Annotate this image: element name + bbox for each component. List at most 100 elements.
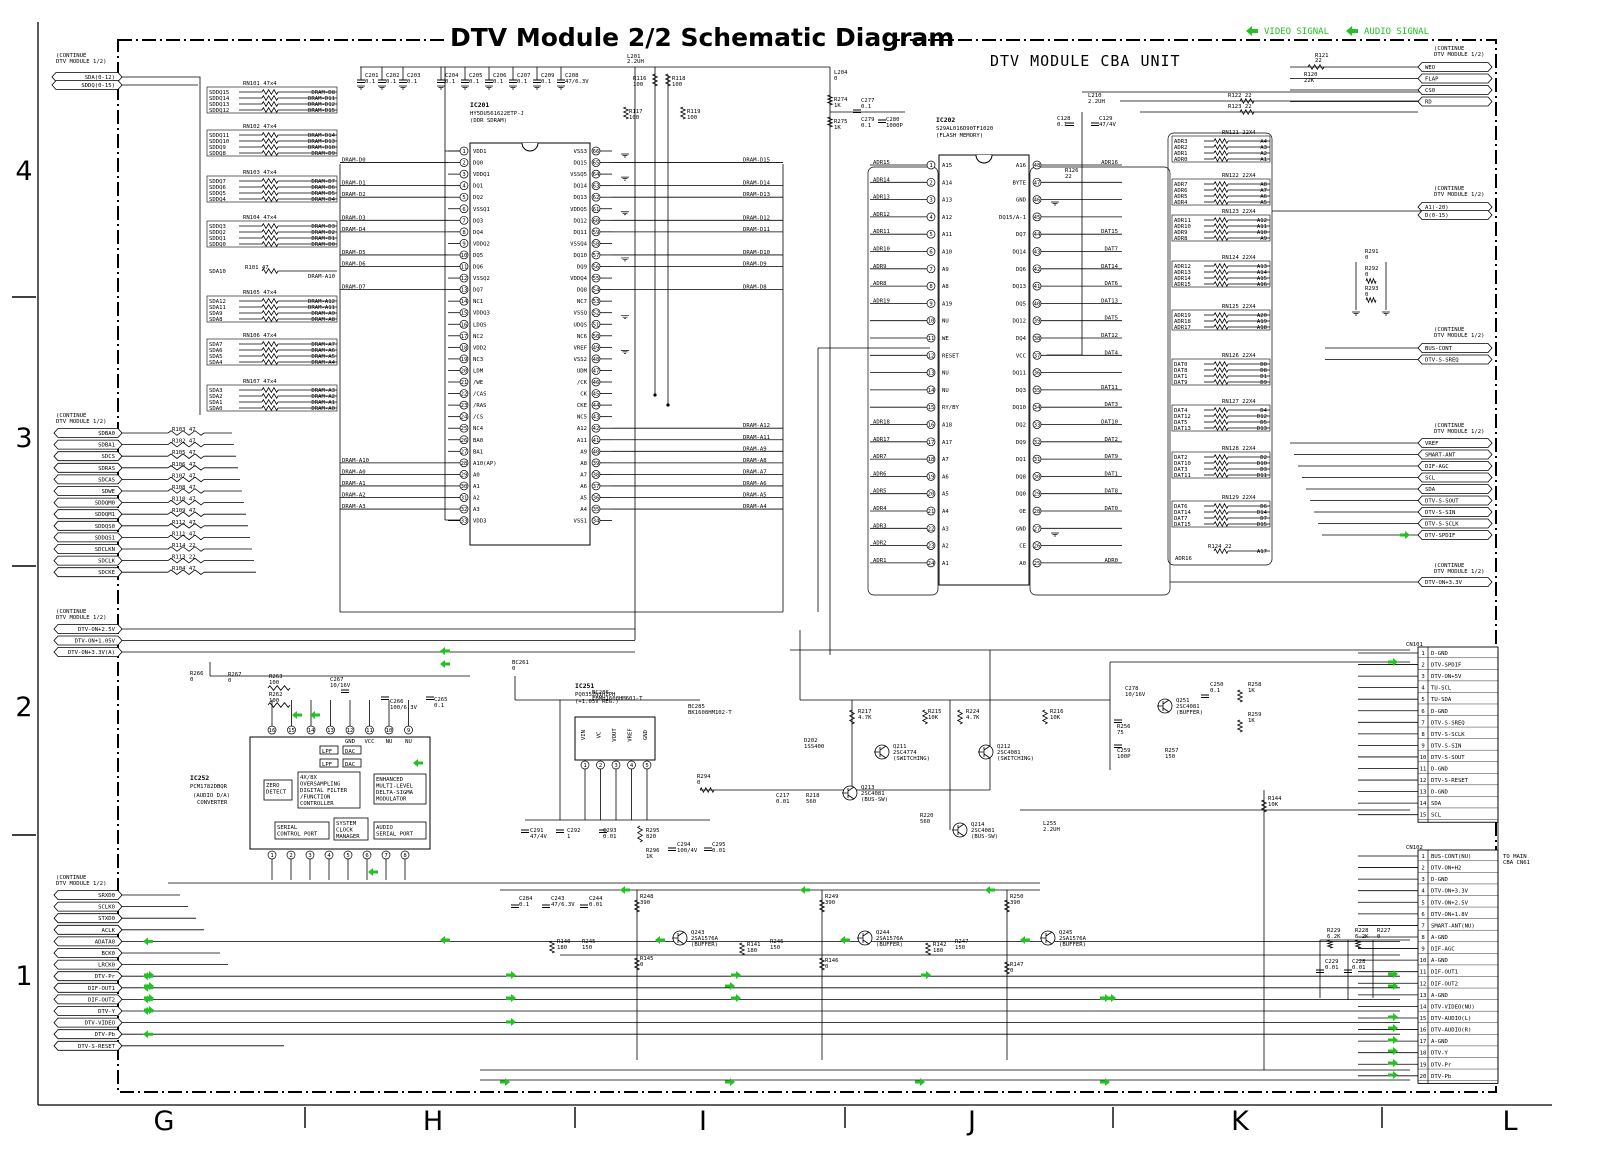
mid-part-val: 4.7K (966, 715, 980, 721)
rn-right-out: D0 (1260, 362, 1267, 368)
sig-port-6-label: DTV-S-SIN (1425, 510, 1455, 516)
pin-number-label: 13 (461, 288, 468, 294)
pin-number (926, 229, 936, 239)
rn-right-out: D2 (1260, 455, 1267, 461)
ic251-pin-name: VIN (581, 730, 587, 740)
rn-ref: RN106 47x4 (243, 333, 277, 339)
ic201-part: HY5DU561622ETP-J (470, 111, 524, 117)
resistor-network-icon (261, 386, 279, 394)
rn-out-label: DRAM-D13 (308, 139, 335, 145)
resistor-icon (956, 709, 964, 725)
sdram-ctrl-port-4-label: SDCAS (98, 477, 115, 483)
transistor-ref: Q243 (691, 930, 704, 936)
continue-label: (CONTINUE (56, 53, 87, 59)
series-resistor-icon (167, 464, 205, 471)
resistor-network-icon (1213, 372, 1229, 380)
mid-part-val: 1K (1248, 688, 1255, 694)
pin-number-label: 12 (928, 353, 935, 359)
pin-number-label: 9 (407, 728, 410, 734)
rn-in-label: SDDQ10 (209, 139, 229, 145)
pin-number (384, 725, 394, 735)
lpf-block (319, 745, 339, 755)
rn-out-label: DRAM-A8 (311, 317, 335, 323)
pin-number-label: 43 (593, 415, 600, 421)
ic201-pin-name: NC5 (577, 415, 587, 421)
c292-ref: C292 (567, 828, 580, 834)
sdram-ctrl-port-0-label: SDBA0 (98, 431, 115, 437)
sdram-ctrl-port-9-label: SDDQS1 (95, 535, 115, 541)
resistor-icon (679, 106, 687, 120)
sig-port-8-label: DTV-SPDIF (1425, 533, 1456, 539)
c129-val: 47/4V (1099, 122, 1116, 128)
rn-right-ref: RN122 22X4 (1222, 173, 1256, 179)
series-resistor-icon (167, 476, 205, 483)
signal-arrow-icon (144, 982, 154, 990)
zero-detect-block (263, 779, 293, 801)
signal-arrow-icon (368, 868, 378, 876)
c280-val: 1000P (886, 123, 903, 129)
ic202-pin-name: A8 (942, 284, 949, 290)
ic201-net-label: DRAM-A10 (342, 458, 369, 464)
pin-number (591, 377, 601, 387)
pin-number-label: 3 (308, 853, 311, 859)
sdram-ctrl-port-6 (53, 497, 123, 508)
c279-val: 0.1 (861, 123, 871, 129)
resistor-network-icon (261, 234, 279, 242)
pin-number-label: 5 (929, 232, 932, 238)
bottom-part-val: 0 (1010, 968, 1013, 974)
pin-number-label: 50 (593, 334, 600, 340)
oversampling-block-text: DIGITAL FILTER (300, 788, 348, 794)
cn101-pin-label: DTV-S-SOUT (1431, 755, 1465, 761)
bottom-part-ref: C229 (1325, 959, 1338, 965)
bottom-part-ref: R227 (1377, 928, 1390, 934)
rn-out-label: DRAM-A9 (311, 311, 335, 317)
ic201-net-label: DRAM-A0 (342, 469, 366, 475)
bottom-part-ref: R247 (955, 939, 968, 945)
sig-port-5 (1417, 495, 1493, 506)
ic201-net-label: DRAM-D13 (743, 192, 770, 198)
r-val: 100 (629, 115, 639, 121)
c294-val: 100/4V (677, 848, 698, 854)
resistor-icon (1003, 899, 1011, 913)
transistor-ref: Q211 (893, 744, 906, 750)
ground-icon (1352, 311, 1360, 316)
resistor-icon (1003, 961, 1011, 975)
ic251-pin-name: VOUT (612, 728, 618, 742)
resistor-network-box (1171, 358, 1271, 386)
signal-arrow-icon (413, 759, 423, 767)
ic201-pin-name: UDM (577, 368, 588, 374)
rn-right-in: ADR0 (1174, 157, 1187, 163)
rn-right-ref: RN129 22X4 (1222, 495, 1256, 501)
ic201-pin-name: A6 (580, 484, 587, 490)
rn-right-out: A8 (1260, 182, 1267, 188)
rn-in-label: SDA1 (209, 400, 222, 406)
pin-number-label: 60 (593, 218, 600, 224)
resistor-icon (818, 957, 826, 971)
signal-arrow-icon (1388, 1047, 1398, 1055)
audio-serial-block (373, 821, 427, 840)
cn102-pin-number: 18 (1420, 1051, 1427, 1057)
clock-manager-block (333, 817, 369, 841)
ic201-pin-name: NC1 (473, 299, 483, 305)
cn102-pin-number: 11 (1420, 970, 1427, 976)
oversampling-block (297, 771, 361, 809)
sig-port-0-label: VREF (1425, 441, 1439, 447)
ic202-pin-name: BYTE (1013, 180, 1027, 186)
r294-val: 0 (697, 780, 700, 786)
pin-number-label: 10 (928, 319, 935, 325)
rn-in-label: SDDQ7 (209, 179, 226, 185)
pin-number-label: 8 (403, 853, 407, 859)
cn101-pin-label: DTV-S-RESET (1431, 778, 1469, 784)
pin-number-label: 31 (1034, 457, 1041, 463)
pin-number-label: 45 (1034, 215, 1041, 221)
pin-number-label: 16 (269, 728, 276, 734)
ic202-pin-name: A7 (942, 457, 949, 463)
ic201-pin-name: A2 (473, 496, 480, 502)
rn-ref: RN104 47x4 (243, 215, 277, 221)
ic202-net-label: ADR2 (873, 541, 886, 547)
resistor-icon (1239, 97, 1255, 105)
cn101-pin-label: TU-SCL (1431, 686, 1452, 692)
ic202-net-label: ADR19 (873, 298, 890, 304)
rn-out-label: DRAM-A3 (311, 388, 335, 394)
pin-number-label: 4 (327, 853, 331, 859)
